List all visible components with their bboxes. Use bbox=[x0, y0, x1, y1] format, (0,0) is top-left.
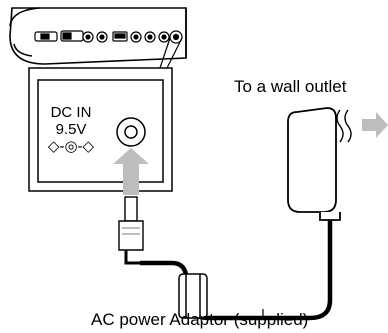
zoom-lines bbox=[159, 37, 183, 69]
heat-wave-icon bbox=[336, 109, 352, 143]
ferrite-core bbox=[178, 273, 208, 319]
dc-in-panel bbox=[28, 67, 173, 192]
power-cable bbox=[140, 218, 333, 321]
dc-plug bbox=[118, 196, 154, 265]
dc-in-panel-text: DC IN 9.5V ◇-◎-◇ bbox=[41, 104, 101, 155]
dc-in-label: DC IN bbox=[50, 104, 92, 121]
polarity-symbol: ◇-◎-◇ bbox=[47, 138, 95, 155]
right-arrow-icon bbox=[362, 112, 388, 138]
ac-adaptor bbox=[287, 107, 341, 226]
adaptor-label: AC power Adaptor (supplied) bbox=[91, 310, 309, 329]
up-arrow-icon bbox=[113, 148, 149, 195]
voltage-label: 9.5V bbox=[55, 121, 87, 138]
side-jacks bbox=[34, 30, 183, 44]
wall-outlet-label: To a wall outlet bbox=[234, 77, 347, 96]
